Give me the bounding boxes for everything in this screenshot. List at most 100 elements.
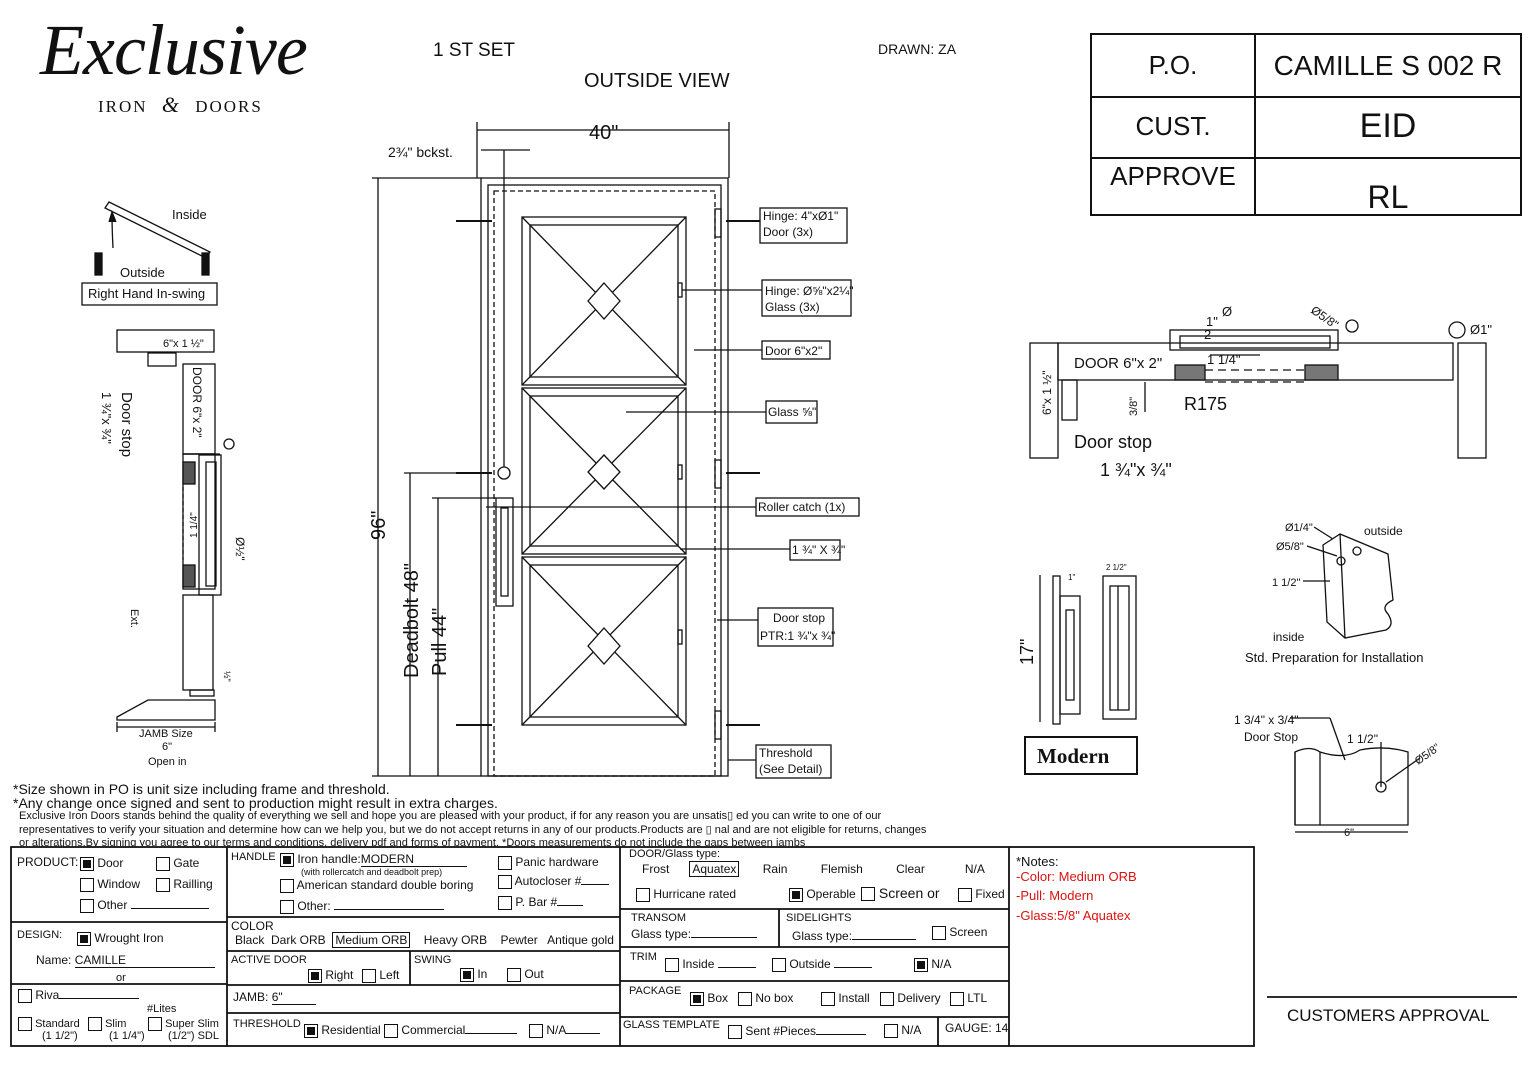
color-heavy-orb[interactable]: Heavy ORB (423, 933, 488, 947)
product-other-field[interactable] (130, 908, 209, 909)
glass-frost[interactable]: Frost (642, 862, 670, 876)
trim-inside-checkbox[interactable] (665, 957, 679, 972)
pbar-option[interactable]: P. Bar # (498, 895, 584, 910)
threshold-na-field[interactable] (566, 1033, 601, 1034)
handle-other-field[interactable] (334, 909, 445, 910)
color-black[interactable]: Black (235, 933, 265, 947)
swing-out-checkbox[interactable] (507, 967, 521, 982)
template-na-option[interactable]: N/A (884, 1023, 921, 1038)
template-sent-checkbox[interactable] (728, 1024, 742, 1039)
product-other-checkbox[interactable] (80, 898, 94, 913)
iron-handle-checkbox[interactable] (280, 852, 294, 867)
autocloser-checkbox[interactable] (498, 874, 512, 889)
install-checkbox[interactable] (821, 991, 835, 1006)
template-sent-field[interactable] (816, 1034, 867, 1035)
hurricane-checkbox[interactable] (636, 887, 650, 902)
trim-outside-field[interactable] (834, 967, 873, 968)
threshold-residential-option[interactable]: Residential (304, 1023, 381, 1038)
install-option[interactable]: Install (821, 991, 870, 1006)
active-left-option[interactable]: Left (362, 968, 399, 983)
sidelights-screen-option[interactable]: Screen (932, 925, 987, 940)
product-door-option[interactable]: Door (80, 856, 123, 871)
swing-in-checkbox[interactable] (460, 967, 474, 982)
super-slim-option[interactable]: Super Slim (148, 1017, 219, 1031)
riva-option[interactable]: Riva (18, 988, 140, 1003)
product-railing-option[interactable]: Railling (156, 877, 213, 892)
autocloser-field[interactable] (581, 884, 610, 885)
active-right-option[interactable]: Right (308, 968, 353, 983)
trim-inside-field[interactable] (717, 967, 756, 968)
template-sent-option[interactable]: Sent #Pieces (728, 1024, 867, 1039)
iron-handle-field[interactable]: MODERN (360, 852, 467, 867)
ltl-option[interactable]: LTL (950, 991, 987, 1006)
residential-checkbox[interactable] (304, 1023, 318, 1038)
package-nobox-checkbox[interactable] (738, 991, 752, 1006)
panic-option[interactable]: Panic hardware (498, 855, 599, 870)
handle-other-option[interactable]: Other: (280, 899, 445, 914)
american-checkbox[interactable] (280, 878, 294, 893)
riva-field[interactable] (59, 998, 140, 999)
threshold-na-option[interactable]: N/A (529, 1023, 601, 1038)
jamb-field[interactable]: 6" (271, 990, 316, 1005)
transom-glass-field[interactable] (691, 937, 758, 938)
operable-checkbox[interactable] (789, 887, 803, 902)
autocloser-option[interactable]: Autocloser # (498, 874, 610, 889)
glass-rain[interactable]: Rain (762, 862, 788, 876)
color-antique-gold[interactable]: Antique gold (547, 933, 614, 947)
trim-na-checkbox[interactable] (914, 957, 928, 972)
riva-checkbox[interactable] (18, 988, 32, 1003)
slim-option[interactable]: Slim (88, 1017, 126, 1031)
color-pewter[interactable]: Pewter (500, 933, 538, 947)
delivery-option[interactable]: Delivery (880, 991, 941, 1006)
standard-checkbox[interactable] (18, 1017, 32, 1031)
pbar-checkbox[interactable] (498, 895, 512, 910)
active-right-checkbox[interactable] (308, 968, 322, 983)
trim-inside-option[interactable]: Inside (665, 957, 756, 972)
delivery-checkbox[interactable] (880, 991, 894, 1006)
trim-outside-option[interactable]: Outside (772, 957, 873, 972)
glass-clear[interactable]: Clear (896, 862, 925, 876)
wrought-checkbox[interactable] (77, 931, 91, 946)
trim-na-option[interactable]: N/A (914, 957, 951, 972)
hurricane-option[interactable]: Hurricane rated (636, 887, 736, 902)
railing-checkbox[interactable] (156, 877, 170, 892)
package-box-option[interactable]: Box (690, 991, 728, 1006)
color-medium-orb[interactable]: Medium ORB (332, 932, 411, 948)
threshold-na-checkbox[interactable] (529, 1023, 543, 1038)
product-window-option[interactable]: Window (80, 877, 140, 892)
gate-checkbox[interactable] (156, 856, 170, 871)
customers-approval[interactable]: CUSTOMERS APPROVAL (1287, 1006, 1490, 1025)
design-wrought-option[interactable]: Wrought Iron (77, 931, 164, 946)
handle-other-checkbox[interactable] (280, 899, 294, 914)
template-na-checkbox[interactable] (884, 1023, 898, 1038)
glass-flemish[interactable]: Flemish (820, 862, 863, 876)
fixed-checkbox[interactable] (958, 887, 972, 902)
screen-or-option[interactable]: Screen or (861, 885, 940, 902)
active-left-checkbox[interactable] (362, 968, 376, 983)
panic-checkbox[interactable] (498, 855, 512, 870)
slim-checkbox[interactable] (88, 1017, 102, 1031)
screen-or-checkbox[interactable] (861, 887, 875, 902)
sidelights-screen-checkbox[interactable] (932, 925, 946, 940)
trim-outside-checkbox[interactable] (772, 957, 786, 972)
commercial-field[interactable] (465, 1033, 518, 1034)
window-checkbox[interactable] (80, 877, 94, 892)
swing-in-option[interactable]: In (460, 967, 487, 982)
product-gate-option[interactable]: Gate (156, 856, 199, 871)
fixed-option[interactable]: Fixed (958, 887, 1005, 902)
glass-na[interactable]: N/A (964, 862, 985, 876)
sidelights-glass-field[interactable] (852, 939, 917, 940)
swing-out-option[interactable]: Out (507, 967, 544, 982)
threshold-commercial-option[interactable]: Commercial (384, 1023, 518, 1038)
iron-handle-option[interactable]: Iron handle:MODERN (280, 852, 467, 867)
pbar-field[interactable] (557, 905, 584, 906)
product-other-option[interactable]: Other (80, 898, 209, 913)
package-nobox-option[interactable]: No box (738, 991, 793, 1006)
design-name-field[interactable]: CAMILLE (74, 953, 215, 968)
american-option[interactable]: American standard double boring (280, 878, 473, 893)
operable-option[interactable]: Operable (789, 887, 856, 902)
super-slim-checkbox[interactable] (148, 1017, 162, 1031)
package-box-checkbox[interactable] (690, 991, 704, 1006)
standard-option[interactable]: Standard (18, 1017, 80, 1031)
glass-aquatex[interactable]: Aquatex (689, 861, 740, 877)
